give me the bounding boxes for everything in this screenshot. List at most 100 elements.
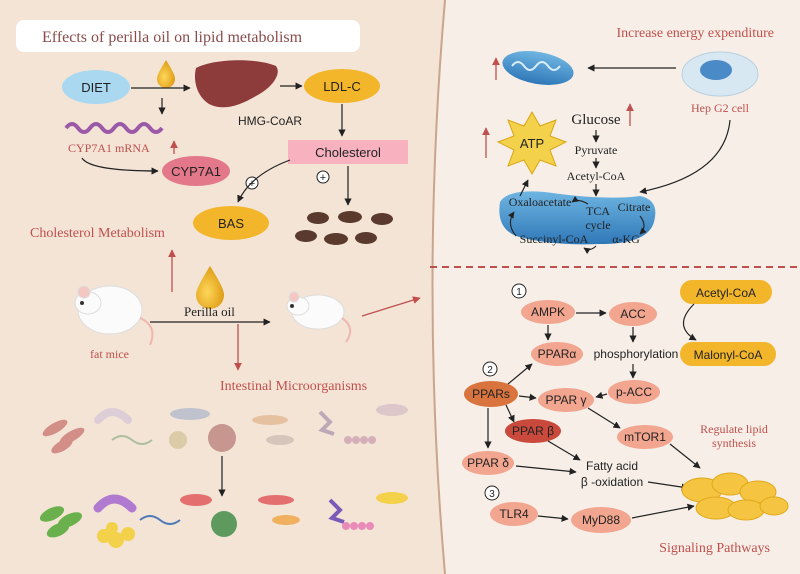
- glucose-label: Glucose: [571, 112, 620, 128]
- fat-mice-label: fat mice: [90, 347, 129, 361]
- cyp-label: CYP7A1: [171, 164, 221, 179]
- pacc-label: p-ACC: [616, 385, 652, 399]
- tca-label: TCA: [586, 204, 610, 218]
- arrow-ppars-pparb: [505, 404, 515, 423]
- pathway-number-1: [511, 283, 527, 299]
- mtor-node: [617, 425, 673, 449]
- diet-label: DIET: [81, 80, 111, 95]
- arrow-ppars-pparg: [518, 393, 537, 401]
- pparg-label: PPAR γ: [545, 393, 586, 407]
- pparb-label: PPAR β: [512, 424, 554, 438]
- tca-mitochondrion-icon: [499, 191, 656, 245]
- atp-burst-icon: [496, 110, 568, 176]
- mtor-label: mTOR1: [624, 430, 666, 444]
- cholesterol-deposit-icon: [295, 211, 393, 245]
- liver-icon: [194, 60, 278, 108]
- plus-marker-deposit: [316, 170, 330, 184]
- beta-oxidation-label: β -oxidation: [581, 475, 643, 489]
- hmg-label: HMG-CoAR: [238, 114, 302, 128]
- ppars-node: [464, 381, 518, 407]
- arrow-ppars-ppara: [507, 363, 533, 385]
- arrow-tlr4-myd88: [537, 514, 569, 522]
- ppard-label: PPAR δ: [467, 456, 509, 470]
- acetyl-coa-label: Acetyl-CoA: [696, 286, 756, 300]
- title: Effects of perilla oil on lipid metaboli…: [42, 29, 303, 46]
- acc-label: ACC: [620, 307, 646, 321]
- arrow-pacc-pparg: [595, 391, 608, 399]
- arrow-acetyl-malonyl: [682, 303, 697, 341]
- pathway-number-3-label: 3: [489, 489, 495, 500]
- myd88-label: MyD88: [582, 513, 620, 527]
- fat-mouse-icon: [74, 285, 154, 346]
- cholesterol-label: Cholesterol: [315, 145, 381, 160]
- bas-node: [193, 206, 269, 240]
- pathway-number-3: [484, 485, 500, 501]
- akg-label: α-KG: [612, 232, 640, 246]
- lipid-droplets-icon: [681, 472, 789, 521]
- microbes-after-icon: [39, 492, 408, 548]
- mrna-wave-icon: [64, 122, 164, 134]
- arrow-pparg-mtor: [587, 407, 621, 429]
- pathway-number-1-label: 1: [516, 287, 522, 298]
- plus-label-bas: +: [249, 178, 255, 190]
- arrow-mrna-cyp: [81, 157, 159, 175]
- microbes-before-icon: [42, 404, 408, 454]
- panel-divider: [431, 0, 446, 574]
- pathway-number-2: [482, 361, 498, 377]
- ppard-node: [462, 451, 514, 475]
- cyp-mrna-label: CYP7A1 mRNA: [68, 141, 150, 155]
- ppara-node: [531, 342, 583, 366]
- arrow-succinyl-oxalo: [507, 211, 517, 237]
- cholesterol-node: [288, 140, 408, 164]
- arrow-hepg2-tca: [639, 119, 731, 195]
- ampk-node: [521, 300, 575, 324]
- title-box: [16, 20, 360, 52]
- bas-label: BAS: [218, 216, 244, 231]
- malonyl-coa-label: Malonyl-CoA: [694, 348, 763, 362]
- arrow-citrate-akg: [639, 215, 647, 235]
- plus-label-deposit: +: [320, 172, 326, 184]
- arrow-tca-atp: [519, 179, 529, 197]
- acetyl-coa-node: [680, 280, 772, 304]
- ppara-label: PPARα: [538, 347, 577, 361]
- ampk-label: AMPK: [531, 305, 565, 319]
- myd88-node: [571, 507, 631, 533]
- signaling-footer: Signaling Pathways: [659, 541, 770, 556]
- acc-node: [609, 302, 657, 326]
- citrate-label: Citrate: [618, 200, 651, 214]
- diet-node: [62, 70, 130, 104]
- arrow-to-signaling: [361, 296, 421, 317]
- arrow-ppard-fatty: [515, 465, 577, 475]
- pacc-node: [608, 380, 660, 404]
- mitochondria-icon: [502, 51, 574, 85]
- acetyl-label: Acetyl-CoA: [567, 169, 626, 183]
- regulate-label-line2: synthesis: [712, 436, 756, 450]
- regulate-label-line1: Regulate lipid: [700, 422, 768, 436]
- succinyl-label: Succinyl-CoA: [520, 232, 589, 246]
- perilla-oil-label: Perilla oil: [184, 304, 235, 319]
- arrow-oxidation-regulate: [647, 481, 689, 491]
- phosphorylation-label: phosphorylation: [594, 347, 679, 361]
- tlr4-node: [490, 502, 538, 526]
- cycle-label: cycle: [585, 218, 610, 232]
- intestinal-label: Intestinal Microorganisms: [220, 379, 367, 394]
- oxaloacetate-label: Oxaloacetate: [509, 195, 572, 209]
- arrow-citrate-oxalo: [571, 195, 589, 205]
- tlr4-label: TLR4: [499, 507, 529, 521]
- ldl-node: [304, 69, 380, 103]
- slim-mouse-icon: [286, 291, 352, 343]
- cyp-node: [162, 156, 230, 186]
- cholesterol-metabolism-label: Cholesterol Metabolism: [30, 226, 165, 241]
- arrow-mtor-regulate: [669, 443, 701, 469]
- pparb-node: [505, 419, 561, 443]
- ldl-label: LDL-C: [323, 79, 361, 94]
- atp-label: ATP: [520, 136, 544, 151]
- arrow-cholesterol-bas: [237, 159, 291, 203]
- perilla-oil-drop-icon: [196, 266, 224, 309]
- pparg-node: [538, 388, 594, 412]
- fatty-acid-label: Fatty acid: [586, 459, 638, 473]
- oil-drop-icon: [157, 60, 175, 88]
- pyruvate-label: Pyruvate: [575, 143, 618, 157]
- pathway-number-2-label: 2: [487, 365, 493, 376]
